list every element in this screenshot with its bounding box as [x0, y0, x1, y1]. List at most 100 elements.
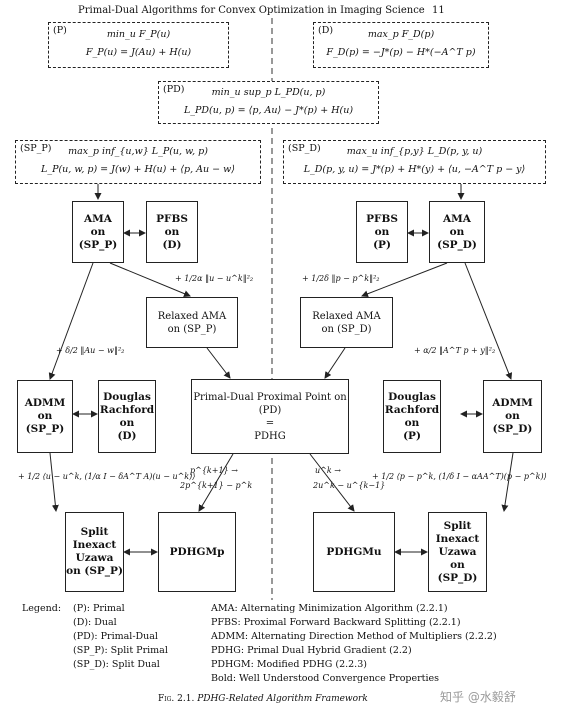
edge-label-admm-p: + δ/2 ‖Au − w‖²₂: [56, 346, 125, 355]
legend-left-2: (PD): Primal-Dual: [73, 631, 158, 642]
node-siu-d-l2: Inexact: [435, 532, 480, 545]
node-relaxed-ama-sp-p: Relaxed AMA on (SP_P): [146, 297, 238, 348]
node-split-inexact-uzawa-sp-d: Split Inexact Uzawa on (SP_D): [428, 512, 487, 592]
node-admm-sp-p-l2: on: [37, 410, 53, 422]
node-pfbs-p-l3: (P): [373, 238, 391, 251]
node-ama-sp-d-l1: AMA: [443, 212, 471, 225]
box-primal-dual-line2: L_PD(u, p) = ⟨p, Au⟩ − J*(p) + H(u): [183, 105, 354, 116]
node-admm-sp-p: ADMM on (SP_P): [17, 380, 73, 453]
edge-label-rama-d: + 1/2δ ‖p − p^k‖²₂: [302, 274, 380, 283]
legend-left-3: (SP_P): Split Primal: [73, 645, 168, 656]
node-dr-d-l2: Rachford: [99, 403, 155, 416]
box-split-dual-line2: L_D(p, y, u) = J*(p) + H*(y) + ⟨u, −A^T …: [303, 164, 526, 175]
node-douglas-rachford-d: Douglas Rachford on (D): [98, 380, 156, 453]
node-siu-p-l1: Split: [80, 526, 109, 538]
edge-ama-admm-p: [48, 262, 94, 380]
node-pdhgmu: PDHGMu: [313, 512, 395, 592]
node-ama-sp-d-l3: (SP_D): [437, 238, 477, 251]
node-siu-d-l1: Split: [443, 519, 472, 532]
node-ama-sp-p: AMA on (SP_P): [72, 201, 124, 263]
node-pdpp-l4: PDHG: [254, 430, 286, 442]
node-pfbs-d-l3: (D): [162, 238, 182, 251]
node-siu-d-l3: Uzawa: [438, 545, 477, 558]
box-primal-dual-tag: (PD): [163, 84, 185, 95]
node-primal-dual-proximal-point: Primal-Dual Proximal Point on (PD) = PDH…: [191, 379, 349, 454]
edge-ama-rama-d: [361, 262, 448, 298]
box-primal-dual: (PD) min_u sup_p L_PD(u, p) L_PD(u, p) =…: [158, 81, 379, 124]
node-pfbs-p-l1: PFBS: [366, 212, 398, 225]
edge-rama-pdpp-p: [206, 347, 231, 379]
box-primal-line2: F_P(u) = J(Au) + H(u): [85, 47, 192, 58]
node-pfbs-p: PFBS on (P): [356, 201, 408, 263]
legend-right-3: PDHG: Primal Dual Hybrid Gradient (2.2): [211, 645, 412, 656]
node-pfbs-d-l1: PFBS: [156, 212, 188, 225]
node-admm-sp-p-l3: (SP_P): [25, 423, 65, 435]
node-relaxed-ama-sp-d: Relaxed AMA on (SP_D): [300, 297, 393, 348]
node-relaxed-ama-sp-d-l2: on (SP_D): [321, 323, 372, 335]
box-split-dual: (SP_D) max_u inf_{p,y} L_D(p, y, u) L_D(…: [283, 140, 546, 184]
legend-right-2: ADMM: Alternating Direction Method of Mu…: [211, 631, 497, 642]
node-pfbs-p-l2: on: [374, 225, 390, 238]
running-header: Primal-Dual Algorithms for Convex Optimi…: [78, 5, 425, 16]
edge-label-siu-p: + 1/2 ⟨u − u^k, (1/α I − δA^T A)(u − u^k…: [18, 472, 196, 481]
node-admm-sp-d-l3: (SP_D): [492, 423, 533, 435]
figure-caption-label: Fig. 2.1.: [158, 694, 195, 704]
edge-admm-siu-p: [49, 452, 59, 512]
legend-left-0: (P): Primal: [73, 603, 125, 614]
node-ama-sp-p-l2: on: [90, 225, 106, 238]
box-split-dual-line1: max_u inf_{p,y} L_D(p, y, u): [346, 146, 483, 157]
node-pdhgmp: PDHGMp: [158, 512, 236, 592]
edge-label-pdhgmu-a: u^k →: [315, 466, 341, 475]
edge-ama-rama-p: [109, 262, 191, 297]
node-ama-sp-d: AMA on (SP_D): [429, 201, 485, 263]
edge-pdpp-pdhgmp: [198, 453, 234, 512]
watermark: 知乎 @水毅舒: [440, 690, 516, 704]
node-admm-sp-d-l2: on: [505, 410, 520, 422]
legend-right-0: AMA: Alternating Minimization Algorithm …: [211, 603, 448, 614]
node-dr-p-l3: on: [404, 416, 420, 429]
edge-label-siu-d: + 1/2 ⟨p − p^k, (1/δ I − αAA^T)(p − p^k)…: [372, 472, 547, 481]
node-ama-sp-p-l3: (SP_P): [78, 238, 118, 251]
edge-rama-pdpp-d: [324, 347, 346, 379]
node-dr-p-l4: (P): [403, 429, 421, 442]
legend-left-4: (SP_D): Split Dual: [73, 659, 160, 670]
box-split-primal-tag: (SP_P): [20, 143, 52, 154]
node-pfbs-d: PFBS on (D): [146, 201, 198, 263]
node-dr-p-l1: Douglas: [388, 390, 436, 403]
box-dual-tag: (D): [318, 25, 334, 36]
edge-admm-siu-d: [501, 452, 514, 512]
node-dr-d-l1: Douglas: [103, 390, 151, 403]
box-split-primal-line2: L_P(u, w, p) = J(w) + H(u) + ⟨p, Au − w⟩: [41, 164, 235, 175]
legend-right-5: Bold: Well Understood Convergence Proper…: [211, 673, 440, 684]
legend-right-1: PFBS: Proximal Forward Backward Splittin…: [211, 617, 461, 628]
legend-left-1: (D): Dual: [73, 617, 117, 628]
node-siu-p-l3: Uzawa: [75, 552, 114, 564]
node-admm-sp-d: ADMM on (SP_D): [483, 380, 542, 453]
box-dual-line2: F_D(p) = −J*(p) − H*(−A^T p): [326, 47, 476, 58]
node-dr-d-l4: (D): [117, 429, 137, 442]
figure-caption-text: PDHG-Related Algorithm Framework: [197, 694, 368, 704]
node-relaxed-ama-sp-p-l2: on (SP_P): [167, 323, 217, 335]
box-dual-line1: max_p F_D(p): [367, 29, 435, 40]
edge-label-rama-p: + 1/2α ‖u − u^k‖²₂: [175, 274, 254, 283]
box-primal-line1: min_u F_P(u): [106, 29, 171, 40]
node-pdhgmu-l1: PDHGMu: [326, 545, 382, 558]
edge-pdpp-pdhgmu: [309, 453, 355, 512]
node-pfbs-d-l2: on: [164, 225, 180, 238]
box-split-dual-tag: (SP_D): [288, 143, 321, 154]
legend-title: Legend:: [22, 603, 62, 614]
edge-ama-admm-d: [464, 262, 513, 380]
box-split-primal-line1: max_p inf_{u,w} L_P(u, w, p): [68, 146, 208, 157]
node-pdhgmp-l1: PDHGMp: [169, 545, 225, 558]
box-primal-dual-line1: min_u sup_p L_PD(u, p): [211, 87, 326, 98]
node-pdpp-l2: (PD): [258, 404, 282, 416]
legend-right-4: PDHGM: Modified PDHG (2.2.3): [211, 659, 367, 670]
node-admm-sp-d-l1: ADMM: [492, 397, 533, 409]
edge-label-pdhgmp-b: 2p^{k+1} − p^k: [180, 481, 253, 490]
node-ama-sp-d-l2: on: [449, 225, 465, 238]
node-relaxed-ama-sp-d-l1: Relaxed AMA: [312, 310, 381, 322]
node-dr-p-l2: Rachford: [384, 403, 440, 416]
box-primal: (P) min_u F_P(u) F_P(u) = J(Au) + H(u): [48, 22, 229, 68]
page-number: 11: [432, 5, 445, 16]
edge-label-admm-d: + α/2 ‖A^T p + y‖²₂: [414, 346, 496, 355]
